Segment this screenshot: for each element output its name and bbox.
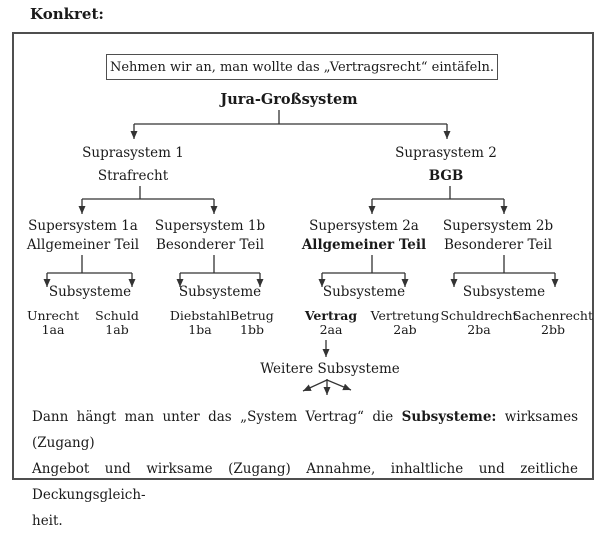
leaf-code: 1ba xyxy=(188,322,212,337)
leaf-code: 2bb xyxy=(541,322,565,337)
explanation-line3: heit. xyxy=(32,513,63,529)
leaf-vertretung: Vertretung 2ab xyxy=(371,309,440,337)
node-supersystem1a-label: Supersystem 1a xyxy=(28,218,138,234)
node-supersystem1a-name: Allgemeiner Teil xyxy=(26,237,140,253)
node-suprasystem2-label: Suprasystem 2 xyxy=(395,145,497,161)
leaf-code: 2ab xyxy=(393,322,417,337)
leaf-name: Betrug xyxy=(230,308,274,323)
assumption-box: Nehmen wir an, man wollte das „Vertragsr… xyxy=(106,54,498,80)
node-suprasystem1-label: Suprasystem 1 xyxy=(82,145,184,161)
leaf-name: Unrecht xyxy=(26,308,80,323)
page: { "heading": "Konkret:", "statement": "N… xyxy=(12,5,594,529)
leaf-name: Schuldrecht xyxy=(440,308,518,323)
node-suprasystem2-name: BGB xyxy=(428,168,464,184)
leaf-name: Vertretung xyxy=(370,308,440,323)
node-supersystem1b-label: Supersystem 1b xyxy=(154,218,266,234)
leaf-betrug: Betrug 1bb xyxy=(230,309,274,337)
node-supersystem2b-name: Besonderer Teil xyxy=(443,237,553,253)
leaf-diebstahl: Diebstahl 1ba xyxy=(170,309,230,337)
leaf-code: 2ba xyxy=(467,322,491,337)
leaf-code: 1ab xyxy=(105,322,129,337)
explanation-line1: Dann hängt man unter das „System Vertrag… xyxy=(32,404,578,456)
node-subsysteme-1b: Subsysteme xyxy=(178,284,262,300)
arrow-fan-right xyxy=(326,379,352,391)
diagram-frame: Nehmen wir an, man wollte das „Vertragsr… xyxy=(12,32,594,529)
leaf-sachenrecht: Sachenrecht 2bb xyxy=(513,309,593,337)
explanation-line1-pre: Dann hängt man unter das „System Vertrag… xyxy=(32,409,402,425)
leaf-name: Sachenrecht xyxy=(513,308,593,323)
node-supersystem2a-name: Allgemeiner Teil xyxy=(301,237,427,253)
leaf-name: Vertrag xyxy=(304,308,358,323)
explanation-paragraph: Dann hängt man unter das „System Vertrag… xyxy=(32,404,578,534)
node-supersystem1b-name: Besonderer Teil xyxy=(155,237,265,253)
node-suprasystem1-name: Strafrecht xyxy=(97,168,169,184)
explanation-line1-bold: Subsysteme: xyxy=(401,409,497,425)
page-title: Konkret: xyxy=(30,5,104,23)
node-weitere-subsysteme: Weitere Subsysteme xyxy=(260,361,400,377)
leaf-code: 2aa xyxy=(319,322,343,337)
leaf-unrecht: Unrecht 1aa xyxy=(27,309,79,337)
node-subsysteme-2b: Subsysteme xyxy=(462,284,546,300)
leaf-schuld: Schuld 1ab xyxy=(95,309,139,337)
leaf-name: Diebstahl xyxy=(169,308,231,323)
node-subsysteme-2a: Subsysteme xyxy=(322,284,406,300)
leaf-vertrag: Vertrag 2aa xyxy=(305,309,357,337)
explanation-line2: Angebot und wirksame (Zugang) Annahme, i… xyxy=(32,461,578,503)
node-jura-grosssystem: Jura-Großsystem xyxy=(220,91,358,108)
leaf-code: 1aa xyxy=(41,322,65,337)
node-subsysteme-1a: Subsysteme xyxy=(48,284,132,300)
node-supersystem2a-label: Supersystem 2a xyxy=(309,218,419,234)
arrow-fan-left xyxy=(302,379,328,392)
leaf-name: Schuld xyxy=(95,308,139,323)
leaf-schuldrecht: Schuldrecht 2ba xyxy=(440,309,517,337)
node-supersystem2b-label: Supersystem 2b xyxy=(442,218,554,234)
leaf-code: 1bb xyxy=(240,322,264,337)
explanation-line1-post: wirksames (Zugang) xyxy=(32,409,578,451)
assumption-text: Nehmen wir an, man wollte das „Vertragsr… xyxy=(109,59,494,75)
